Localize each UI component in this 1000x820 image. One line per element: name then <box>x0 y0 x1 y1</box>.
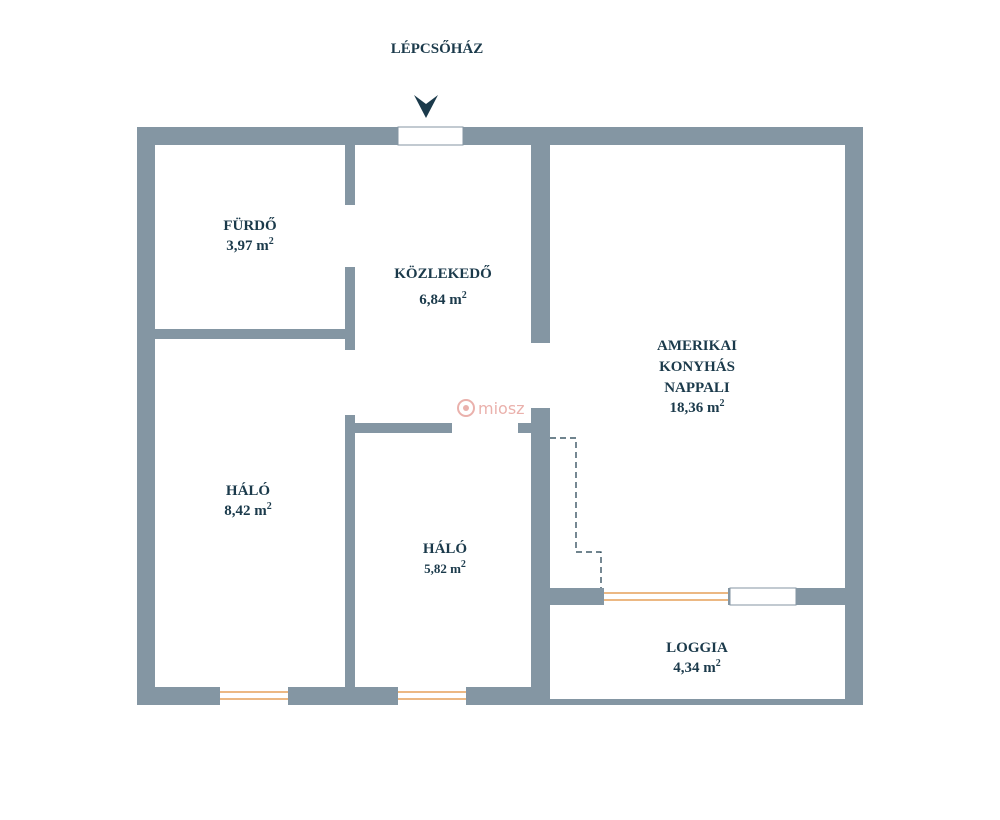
room-area-unit-sup: 2 <box>720 398 725 409</box>
entrance-label: LÉPCSŐHÁZ <box>391 40 484 57</box>
room-area-unit-sup: 2 <box>267 501 272 512</box>
room-area: 8,42 m2 <box>224 501 272 519</box>
window-halo-right <box>398 687 466 705</box>
kitchen-dashed-outline <box>550 437 602 588</box>
door-halo-right <box>452 423 518 433</box>
door-halo-left <box>345 350 355 415</box>
window-halo-left <box>220 687 288 705</box>
room-name: HÁLÓ <box>423 540 467 557</box>
room-name: NAPPALI <box>664 380 730 396</box>
room-area-unit-sup: 2 <box>461 559 466 570</box>
room-name: HÁLÓ <box>226 482 270 499</box>
room-area: 3,97 m2 <box>226 236 274 254</box>
watermark-logo-icon <box>457 399 475 417</box>
room-area-unit-sup: 2 <box>269 236 274 247</box>
room-area-unit-sup: 2 <box>462 290 467 301</box>
entrance-door-gap <box>397 126 464 146</box>
room-name: FÜRDŐ <box>223 217 276 234</box>
room-area: 4,34 m2 <box>673 658 721 676</box>
room-name: LOGGIA <box>666 640 728 656</box>
room-label-furdo: FÜRDŐ 3,97 m2 <box>223 217 276 254</box>
room-area-value: 5,82 m <box>424 561 461 576</box>
loggia-door-gap <box>729 587 797 606</box>
room-area-value: 6,84 m <box>419 292 462 308</box>
room-area: 5,82 m2 <box>424 559 466 576</box>
room-label-halo-left: HÁLÓ 8,42 m2 <box>224 482 272 519</box>
watermark-text: miosz <box>478 399 525 418</box>
door-furdo <box>345 205 355 267</box>
entrance-arrow-icon <box>414 95 438 118</box>
room-label-kozlekedo: KÖZLEKEDŐ 6,84 m2 <box>394 265 492 308</box>
room-area: 6,84 m2 <box>419 290 467 308</box>
room-area-value: 4,34 m <box>673 660 716 676</box>
watermark: miosz <box>457 399 525 418</box>
room-area-unit-sup: 2 <box>716 658 721 669</box>
room-area: 18,36 m2 <box>670 398 725 416</box>
room-name: KÖZLEKEDŐ <box>394 265 492 282</box>
room-area-value: 18,36 m <box>670 400 721 416</box>
room-area-value: 8,42 m <box>224 503 267 519</box>
room-label-nappali: AMERIKAI KONYHÁS NAPPALI 18,36 m2 <box>657 338 737 416</box>
room-label-halo-right: HÁLÓ 5,82 m2 <box>423 540 467 576</box>
room-area-value: 3,97 m <box>226 238 269 254</box>
window-nappali-loggia <box>604 588 728 605</box>
room-label-loggia: LOGGIA 4,34 m2 <box>666 640 728 676</box>
room-name: AMERIKAI <box>657 338 737 354</box>
room-name: KONYHÁS <box>659 358 735 375</box>
door-nappali <box>531 343 550 408</box>
